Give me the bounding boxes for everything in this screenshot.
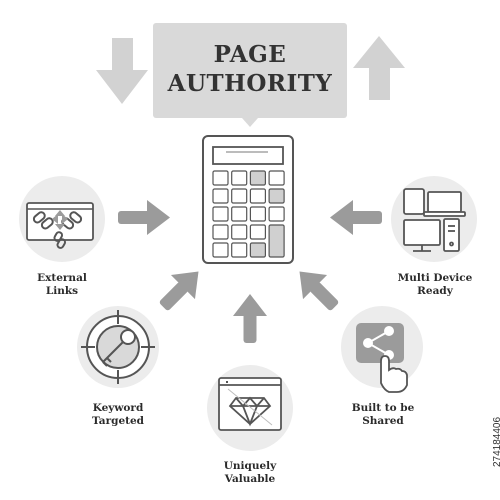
arrow-from-uniquely-valuable bbox=[233, 294, 267, 343]
arrow-down-icon bbox=[96, 38, 148, 104]
stock-id-watermark: 274184406 bbox=[480, 282, 500, 482]
page-title-line2: AUTHORITY bbox=[167, 70, 333, 97]
arrow-from-keyword-targeted bbox=[159, 271, 199, 311]
four-way-arrows-icon bbox=[52, 210, 68, 230]
chain-link-icon bbox=[53, 231, 66, 249]
devices-icon bbox=[403, 188, 466, 252]
calculator-key bbox=[212, 188, 229, 204]
calculator-key bbox=[212, 170, 229, 186]
external-links-icon-group bbox=[19, 176, 105, 262]
arrow-up-icon bbox=[353, 36, 405, 100]
title-speech-bubble bbox=[153, 23, 347, 127]
calculator-key bbox=[212, 206, 229, 222]
calculator-key bbox=[231, 170, 248, 186]
calculator-key bbox=[249, 224, 266, 240]
calculator-key bbox=[212, 224, 229, 240]
calculator-key bbox=[268, 206, 285, 222]
built-to-be-shared-icon-group bbox=[341, 306, 423, 393]
share-tap-icon bbox=[356, 323, 408, 393]
calculator-key bbox=[212, 242, 229, 258]
calculator-key bbox=[268, 188, 285, 204]
calculator-key bbox=[231, 206, 248, 222]
arrow-from-built-to-be-shared bbox=[299, 271, 339, 311]
calculator-key bbox=[231, 224, 248, 240]
calculator-key bbox=[249, 188, 266, 204]
label-built-to-be-shared: Built to be Shared bbox=[351, 402, 415, 427]
uniquely-valuable-icon-group bbox=[207, 365, 293, 451]
diamond-browser-icon bbox=[218, 377, 282, 431]
crosshair-key-icon bbox=[81, 310, 155, 384]
arrow-from-external-links bbox=[118, 200, 170, 235]
calculator-key bbox=[268, 224, 285, 258]
stock-id-text: 274184406 bbox=[492, 416, 500, 467]
label-multi-device-ready: Multi Device Ready bbox=[397, 272, 473, 297]
multi-device-icon-group bbox=[391, 176, 477, 262]
arrow-from-multi-device bbox=[330, 200, 382, 235]
label-external-links: External Links bbox=[37, 272, 87, 297]
calculator-key bbox=[268, 170, 285, 186]
calculator-key bbox=[231, 242, 248, 258]
keyword-targeted-icon-group bbox=[77, 306, 159, 388]
label-keyword-targeted: Keyword Targeted bbox=[91, 402, 145, 427]
calculator-key bbox=[249, 206, 266, 222]
calculator-key bbox=[249, 242, 266, 258]
calculator-key bbox=[249, 170, 266, 186]
calculator-key bbox=[231, 188, 248, 204]
page-title-line1: PAGE bbox=[213, 41, 287, 68]
label-uniquely-valuable: Uniquely Valuable bbox=[223, 460, 277, 485]
calculator-icon bbox=[202, 135, 294, 264]
